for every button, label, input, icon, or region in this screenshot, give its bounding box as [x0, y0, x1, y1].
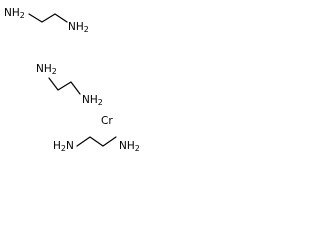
- molecule-3-amine-left: H2N: [53, 140, 74, 153]
- molecule-3-amine-right: NH2: [119, 140, 140, 153]
- structure-diagram: NH2 NH2 NH2 NH2 Cr H2N NH2: [4, 7, 140, 153]
- metal-chromium: Cr: [101, 115, 113, 127]
- molecule-1-carbon-chain: [28, 13, 68, 23]
- molecule-2-carbon-chain: [48, 77, 81, 95]
- ethylenediamine-2: NH2 NH2: [36, 63, 103, 107]
- molecule-2-amine-right: NH2: [82, 94, 103, 107]
- molecule-1-amine-right: NH2: [68, 21, 89, 34]
- ethylenediamine-1: NH2 NH2: [4, 7, 89, 34]
- ethylenediamine-3: H2N NH2: [53, 136, 140, 153]
- molecule-2-amine-left: NH2: [36, 63, 57, 76]
- molecule-1-amine-left: NH2: [4, 7, 25, 20]
- molecule-3-carbon-chain: [76, 136, 117, 147]
